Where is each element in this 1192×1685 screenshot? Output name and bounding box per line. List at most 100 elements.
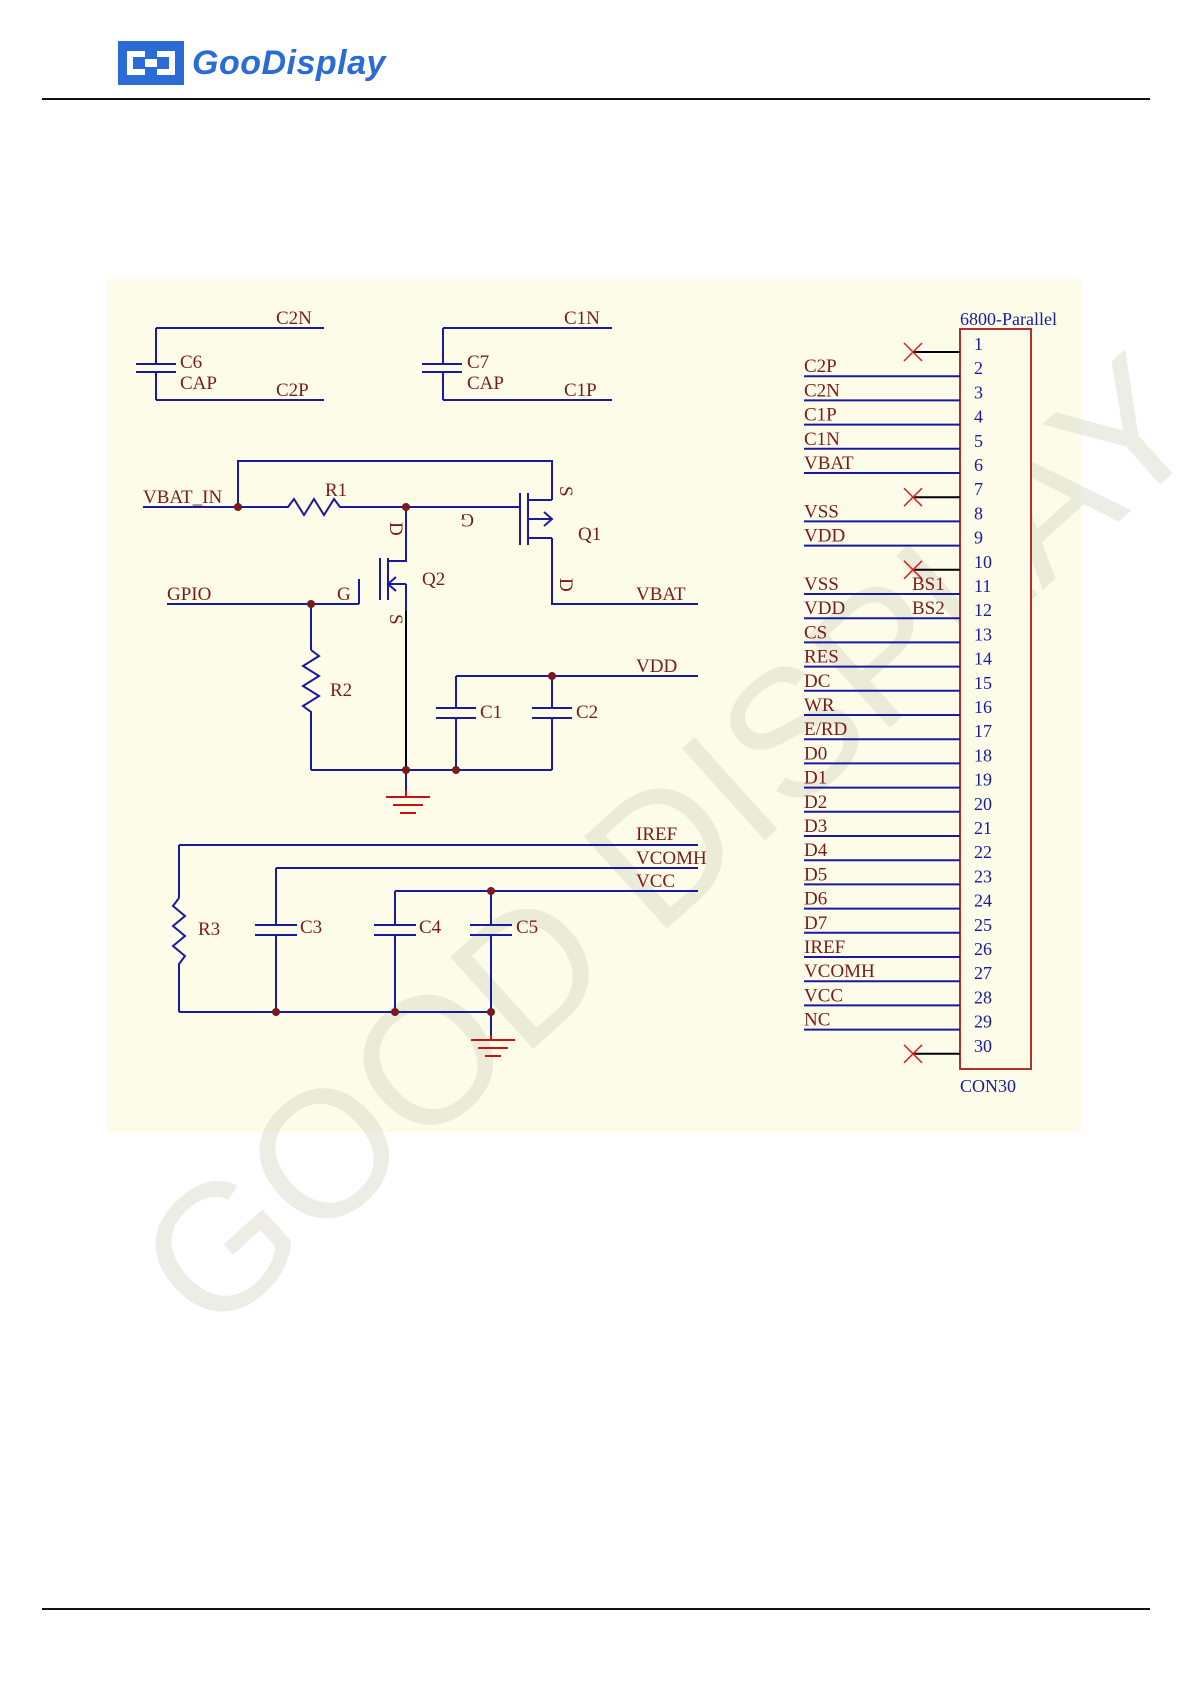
connector-pin-net: VSS — [804, 501, 839, 522]
connector-pin-net: VCOMH — [804, 961, 875, 982]
connector-pin-number: 25 — [974, 915, 992, 935]
c7-ref: C7 — [467, 352, 489, 373]
q2-source-label: S — [385, 614, 406, 625]
connector-pin-number: 15 — [974, 673, 992, 693]
vbat-in-label: VBAT_IN — [143, 487, 222, 508]
connector-pin-number: 21 — [974, 818, 992, 838]
connector-pin-net: RES — [804, 647, 839, 668]
connector-pin-net: VSS — [804, 574, 839, 595]
connector-pin-alt: BS2 — [912, 598, 945, 619]
logo-mark-icon — [118, 41, 184, 85]
connector-pin-number: 18 — [974, 745, 992, 765]
c7-value: CAP — [467, 373, 504, 394]
connector-pin-number: 3 — [974, 382, 983, 402]
c6-ref: C6 — [180, 352, 202, 373]
connector-pin-net: VDD — [804, 526, 845, 547]
vcc-label: VCC — [636, 871, 675, 892]
connector-pin-net: VBAT — [804, 453, 854, 474]
no-connect-icon — [903, 560, 923, 580]
connector-pin-number: 8 — [974, 503, 983, 523]
c7-net-top: C1N — [564, 308, 600, 329]
connector-pin-net: NC — [804, 1010, 830, 1031]
c7-net-bottom: C1P — [564, 380, 597, 401]
c5-label: C5 — [516, 917, 538, 938]
connector-pin-net: C2N — [804, 380, 840, 401]
connector-pin-number: 9 — [974, 528, 983, 548]
connector-pin-net: CS — [804, 622, 827, 643]
r1-label: R1 — [325, 480, 347, 501]
connector-pin-number: 6 — [974, 455, 983, 475]
connector-pin-number: 23 — [974, 866, 992, 886]
connector-pin-number: 27 — [974, 963, 992, 983]
c4-label: C4 — [419, 917, 442, 938]
header-logo: GooDisplay — [118, 40, 386, 86]
connector-pin-net: D1 — [804, 768, 827, 789]
q2-label: Q2 — [422, 569, 445, 590]
iref-label: IREF — [636, 824, 677, 845]
c6-net-bottom: C2P — [276, 380, 309, 401]
connector-pin-number: 12 — [974, 600, 992, 620]
connector-pin-number: 29 — [974, 1012, 992, 1032]
vdd-label: VDD — [636, 656, 677, 677]
connector-pin-number: 28 — [974, 987, 992, 1007]
gpio-label: GPIO — [167, 584, 211, 605]
connector-pin-number: 20 — [974, 794, 992, 814]
connector-pin-net: D0 — [804, 743, 827, 764]
connector-pin-net: IREF — [804, 937, 845, 958]
connector-pin-net: D5 — [804, 864, 827, 885]
connector-pin-number: 14 — [974, 649, 992, 669]
vbat-label: VBAT — [636, 584, 686, 605]
q2-drain-label: D — [385, 522, 406, 536]
q2-gate-label: G — [337, 584, 351, 605]
vcomh-label: VCOMH — [636, 848, 707, 869]
connector-pin-net: D3 — [804, 816, 827, 837]
no-connect-icon — [903, 342, 923, 362]
connector-pin-number: 17 — [974, 721, 992, 741]
connector-pin-net: D7 — [804, 913, 827, 934]
connector-pin-net: C2P — [804, 356, 837, 377]
connector-name: CON30 — [960, 1076, 1016, 1096]
connector-pin-net: VDD — [804, 598, 845, 619]
connector-pin-number: 2 — [974, 358, 983, 378]
connector-pin-net: C1N — [804, 429, 840, 450]
connector-pin-number: 22 — [974, 842, 992, 862]
connector-pin-alt: BS1 — [912, 574, 945, 595]
r3-label: R3 — [198, 919, 220, 940]
connector-pin-net: D4 — [804, 840, 828, 861]
connector-pin-number: 19 — [974, 770, 992, 790]
c1-label: C1 — [480, 702, 502, 723]
footer-rule — [42, 1608, 1150, 1610]
connector-pin-net: D2 — [804, 792, 827, 813]
connector-pin-number: 30 — [974, 1036, 992, 1056]
q1-gate-label: G — [460, 509, 474, 530]
connector-pin-net: D6 — [804, 889, 827, 910]
connector-pin-number: 26 — [974, 939, 992, 959]
connector-pin-number: 10 — [974, 552, 992, 572]
header-rule — [42, 98, 1150, 100]
c6-value: CAP — [180, 373, 217, 394]
connector-pin-number: 24 — [974, 891, 992, 911]
connector-pin-number: 5 — [974, 431, 983, 451]
connector-pin-net: C1P — [804, 405, 837, 426]
c6-net-top: C2N — [276, 308, 312, 329]
connector-title: 6800-Parallel — [960, 309, 1057, 329]
schematic-background — [107, 279, 1081, 1132]
q1-drain-label: D — [555, 578, 576, 592]
no-connect-icon — [903, 487, 923, 507]
c2-label: C2 — [576, 702, 598, 723]
connector-pin-number: 16 — [974, 697, 992, 717]
connector-pin-net: DC — [804, 671, 830, 692]
q1-source-label: S — [555, 486, 576, 497]
connector-pin-number: 1 — [974, 334, 983, 354]
connector-pin-net: VCC — [804, 985, 843, 1006]
connector-pin-net: WR — [804, 695, 835, 716]
connector-pin-number: 7 — [974, 479, 983, 499]
q1-label: Q1 — [578, 524, 601, 545]
connector-pin-number: 4 — [974, 407, 983, 427]
connector-pin-number: 13 — [974, 624, 992, 644]
r2-label: R2 — [330, 680, 352, 701]
connector-pin-net: E/RD — [804, 719, 847, 740]
no-connect-icon — [903, 1044, 923, 1064]
